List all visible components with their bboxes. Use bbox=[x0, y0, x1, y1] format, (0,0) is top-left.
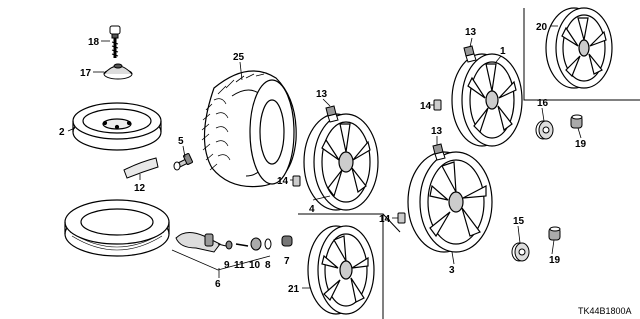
tire-drawing bbox=[202, 71, 296, 187]
callout-16: 16 bbox=[537, 98, 549, 109]
alloy-wheel-21-drawing bbox=[308, 226, 374, 314]
callout-19-top: 19 bbox=[575, 139, 587, 150]
center-cap-drawings bbox=[512, 121, 553, 261]
callout-18: 18 bbox=[88, 37, 100, 48]
frame-lines bbox=[298, 8, 640, 319]
callout-6: 6 bbox=[215, 279, 221, 290]
callout-12: 12 bbox=[134, 183, 146, 194]
callout-1: 1 bbox=[500, 46, 506, 57]
spare-tire-bolt-drawing bbox=[110, 26, 120, 58]
callout-3: 3 bbox=[449, 265, 455, 276]
alloy-wheel-20-drawing bbox=[546, 8, 612, 88]
valve-stem-drawing bbox=[174, 153, 193, 170]
callout-13-lower: 13 bbox=[431, 126, 443, 137]
callout-10: 10 bbox=[249, 260, 261, 271]
callout-14-lower: 14 bbox=[379, 214, 391, 225]
callout-13-top: 13 bbox=[465, 27, 477, 38]
callout-11: 11 bbox=[234, 260, 245, 271]
callout-9: 9 bbox=[224, 260, 230, 271]
callout-13-middle: 13 bbox=[316, 89, 328, 100]
callout-2: 2 bbox=[59, 127, 65, 138]
spare-steel-wheel-drawing bbox=[73, 103, 161, 150]
leader-lines bbox=[68, 26, 581, 288]
callout-4: 4 bbox=[309, 204, 315, 215]
callout-5: 5 bbox=[178, 136, 184, 147]
callout-14-top: 14 bbox=[420, 101, 432, 112]
balance-weight-13-drawings bbox=[326, 46, 476, 160]
alloy-wheel-1-drawing bbox=[452, 54, 522, 146]
callout-25: 25 bbox=[233, 52, 245, 63]
callout-14-middle: 14 bbox=[277, 176, 289, 187]
callout-21: 21 bbox=[288, 284, 300, 295]
wheel-nut-drawings bbox=[549, 115, 582, 240]
diagram-code: TK44B1800A bbox=[578, 306, 632, 316]
callout-17: 17 bbox=[80, 68, 92, 79]
callout-15: 15 bbox=[513, 216, 525, 227]
callout-19-lower: 19 bbox=[549, 255, 561, 266]
callout-8: 8 bbox=[265, 260, 271, 271]
spare-tire-drawing bbox=[65, 200, 169, 256]
alloy-wheel-3-drawing bbox=[408, 152, 492, 252]
callout-labels: 18 17 2 5 12 25 13 14 4 13 1 14 13 16 19… bbox=[59, 22, 632, 316]
callout-7: 7 bbox=[284, 256, 290, 267]
spare-tire-bolt-washer-drawing bbox=[104, 64, 132, 79]
tpms-group-drawing bbox=[172, 232, 292, 270]
callout-20: 20 bbox=[536, 22, 548, 33]
spare-tire-label-drawing bbox=[124, 158, 158, 178]
alloy-wheel-4-drawing bbox=[304, 114, 378, 210]
